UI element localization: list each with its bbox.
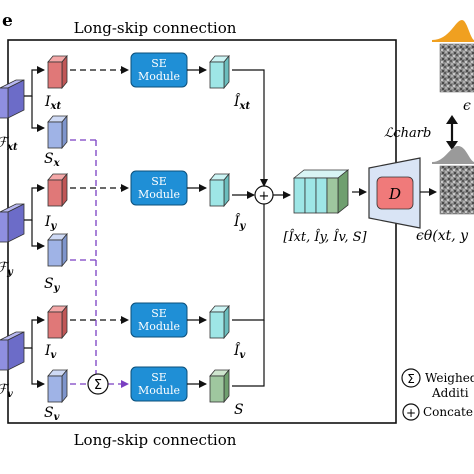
input-cube-v [0,331,25,371]
I-label-y: Iy [44,214,58,232]
hat-cube-y [209,172,230,208]
svg-text:+: + [259,189,270,204]
legend-weighted-icon [401,368,421,388]
S-label-y: Sy [44,276,61,294]
legend-weighted-text: Weighed [425,371,474,385]
S-cube-v [47,368,68,404]
I-cube-y [47,172,68,208]
se-module-v2-line1: SE [151,371,167,384]
svg-text:+: + [406,406,416,420]
S-label-v: Sv [44,405,60,423]
se-module-v2-line2: Module [138,384,180,397]
epsilon-top: ϵ [463,98,471,114]
legend-weighted-text-2: Additi [431,386,469,400]
target-noise [432,20,474,93]
S-label-x: Sx [44,151,61,169]
se-module-v1-line1: SE [151,307,167,320]
concat-label: [Îxt, Îy, Îv, S] [283,229,367,245]
hat-cube-v [209,304,230,340]
input-label-y: ℱy [0,260,14,278]
loss-arrow [446,115,458,150]
se-module-y-line1: SE [151,175,167,188]
I-label-x: Ixt [44,94,61,112]
decoder: D [368,157,421,229]
panel-label: e [2,11,13,31]
weighted-sum-node [87,373,109,395]
hat-cube-x [209,54,230,90]
input-cube-x [0,79,25,119]
legend-concat-icon [402,403,420,421]
concat-tensor [292,169,350,214]
branch-y: ℱy Iy Sy SE Module Îy [0,170,247,294]
branch-v: ℱv Iv Sv SE Module Îv SE Module [0,302,246,423]
input-label-x: ℱxt [0,135,18,153]
svg-text:Σ: Σ [407,372,415,386]
legend-concat-text: Concate [423,405,473,419]
se-module-x-line2: Module [138,70,180,83]
top-caption: Long-skip connection [74,19,237,37]
se-module-y-line2: Module [138,188,180,201]
S-cube-y [47,232,68,268]
se-module-x-line1: SE [151,57,167,70]
predicted-noise [432,146,474,215]
s-out-label: S [234,402,244,418]
hat-label-x: Îxt [233,92,250,112]
I-label-v: Iv [44,343,57,361]
hat-label-y: Îy [233,212,247,232]
se-module-v1-line2: Module [138,320,180,333]
epsilon-bottom: ϵθ(xt, y [416,228,469,244]
branch-x: ℱxt Ixt Sx SE Module Îxt [0,52,250,169]
legend: Σ Weighed Additi + Concate [401,368,474,421]
bottom-caption: Long-skip connection [74,431,237,449]
input-label-v: ℱv [0,382,13,400]
s-out-cube [209,368,230,404]
I-cube-v [47,304,68,340]
weighted-sum-paths: Σ [70,139,109,395]
hat-label-v: Îv [233,341,246,361]
decoder-label: D [388,185,401,203]
S-cube-x [47,114,68,150]
svg-text:Σ: Σ [94,378,102,393]
input-cube-y [0,203,25,243]
loss-label: ℒcharb [384,126,431,141]
merge-paths: + [232,69,291,387]
I-cube-x [47,54,68,90]
